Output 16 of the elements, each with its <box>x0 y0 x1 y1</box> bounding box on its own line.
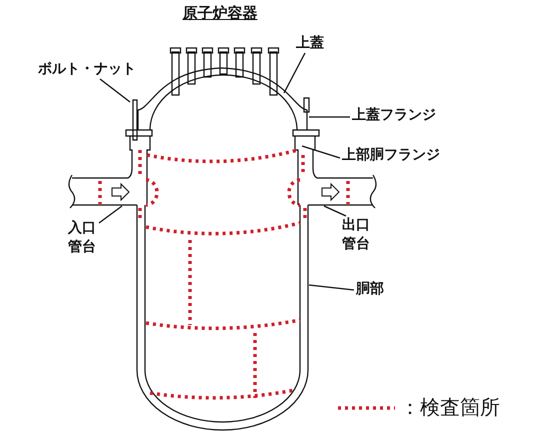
part-label: 出口管台 <box>342 216 372 254</box>
leader-line <box>308 284 354 291</box>
part-label: 上蓋 <box>296 34 324 53</box>
legend-text: ：検査箇所 <box>400 394 500 421</box>
part-label: 上部胴フランジ <box>342 146 440 165</box>
part-label: 入口管台 <box>68 219 98 257</box>
leader-line <box>100 78 130 103</box>
leader-line <box>283 52 306 94</box>
part-label: ボルト・ナット <box>38 60 136 79</box>
leader-line <box>302 145 340 159</box>
leader-line <box>324 205 346 217</box>
part-label: 胴部 <box>356 280 384 299</box>
leader-line <box>309 116 350 118</box>
part-label: 上蓋フランジ <box>352 106 436 125</box>
leader-line <box>98 205 122 224</box>
title: 原子炉容器 <box>181 4 258 23</box>
